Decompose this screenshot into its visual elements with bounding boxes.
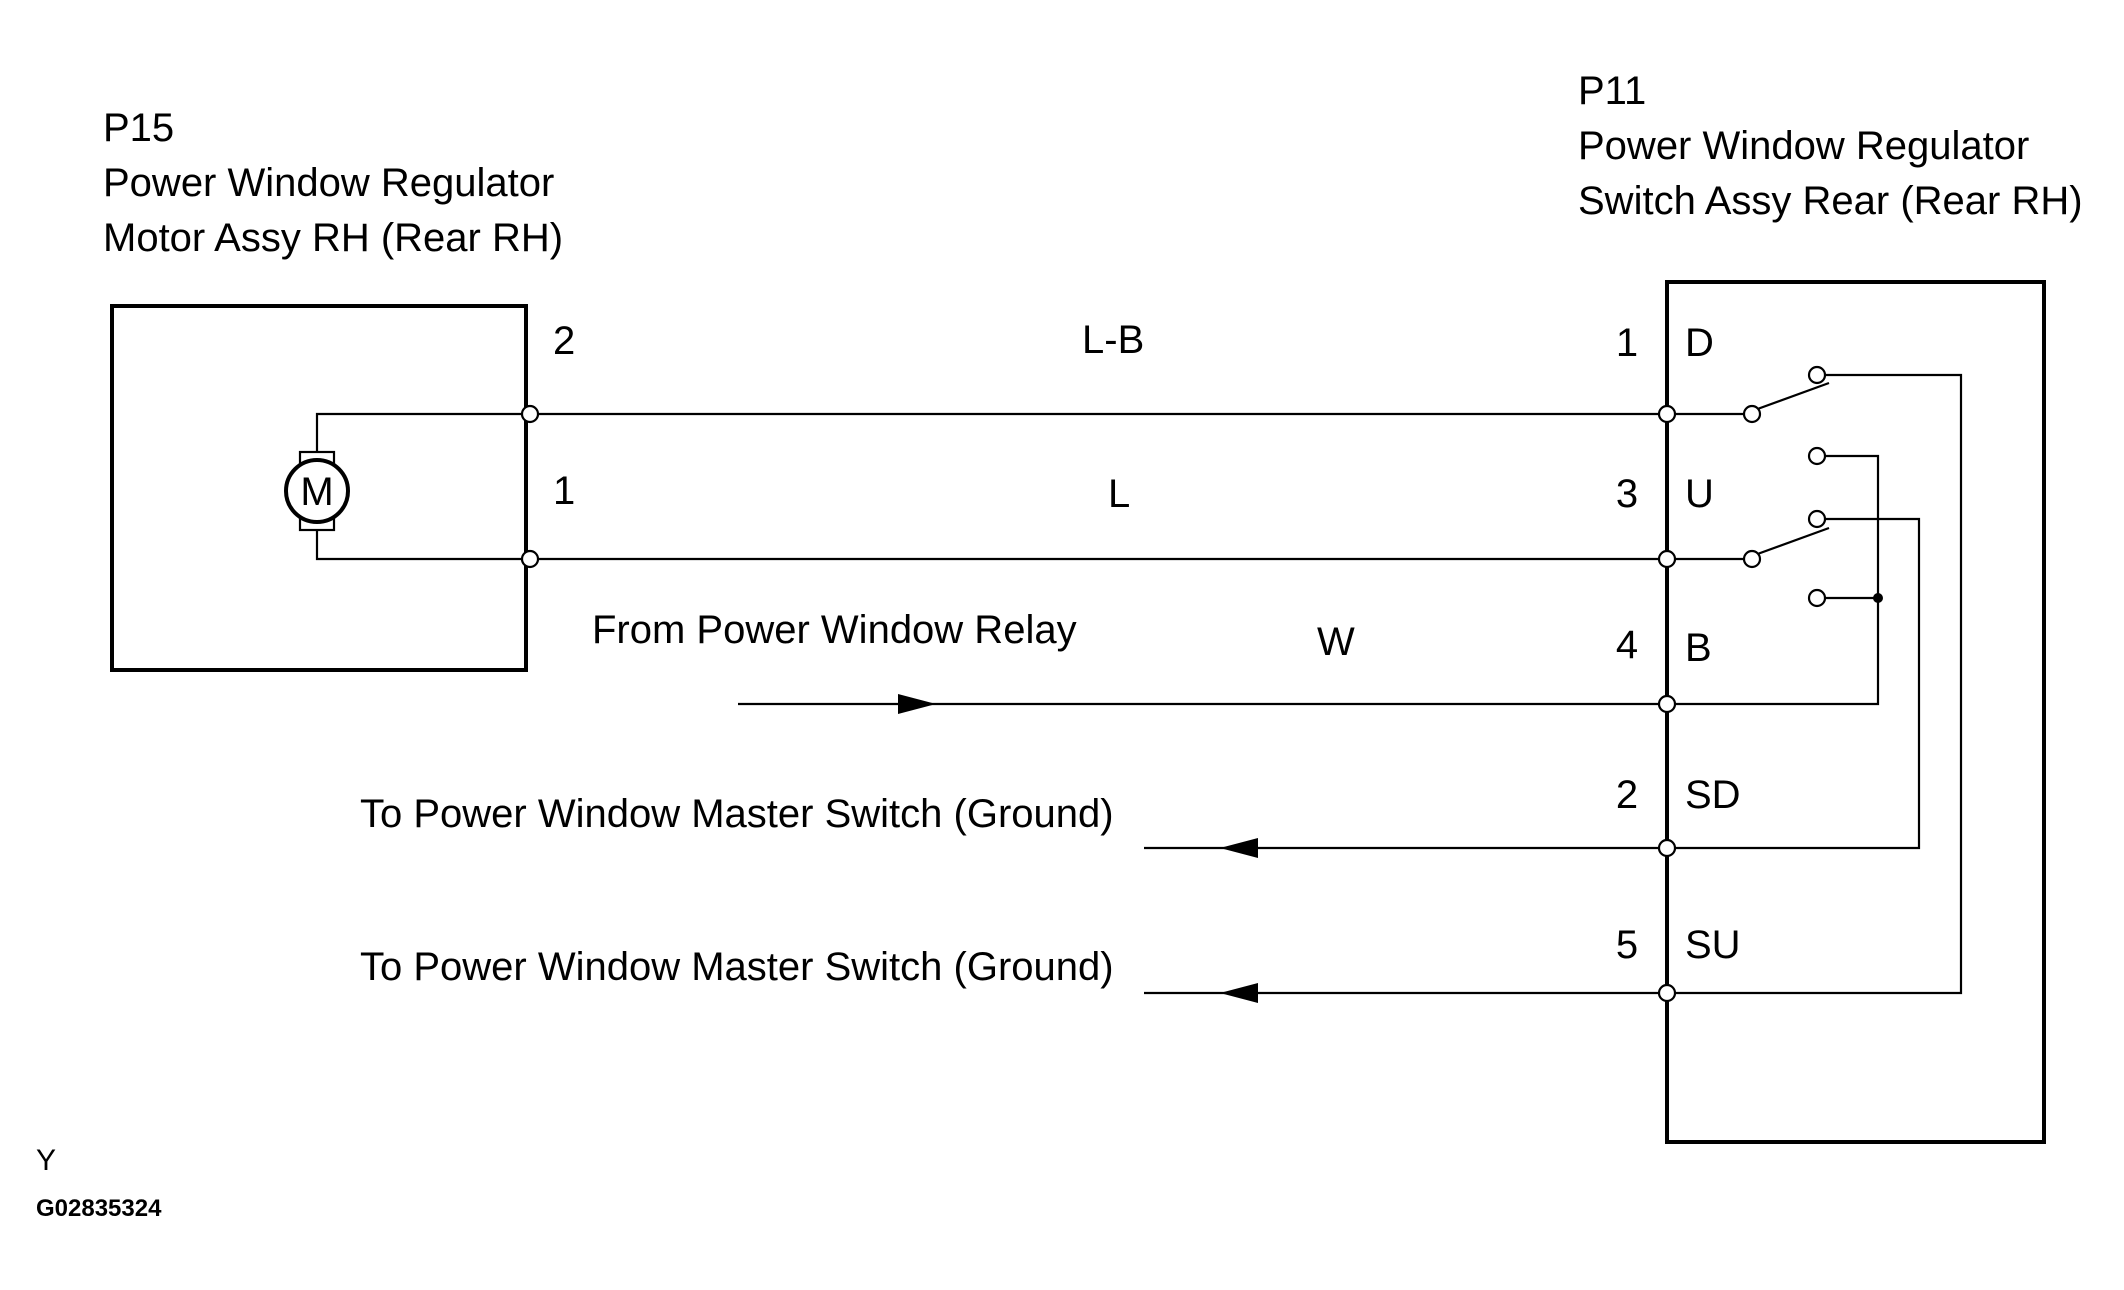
motor-name-line2: Motor Assy RH (Rear RH) (103, 216, 563, 260)
switch-pin-number-5: 5 (1616, 923, 1638, 967)
motor-assy-box (110, 304, 528, 672)
motor-terminal-1 (520, 549, 540, 569)
motor-pin-2: 2 (553, 319, 575, 363)
wire-color-w: W (1317, 620, 1355, 664)
motor-terminal-2 (520, 404, 540, 424)
switch1-contact-up (1807, 365, 1827, 385)
switch-pin-label-u: U (1685, 472, 1714, 516)
switch-internal-wiring (1667, 373, 1963, 995)
destination-master-switch-1: To Power Window Master Switch (Ground) (360, 792, 1114, 836)
switch-terminal-1 (1657, 404, 1677, 424)
footer-figure-id: G02835324 (36, 1195, 162, 1222)
destination-master-switch-2: To Power Window Master Switch (Ground) (360, 945, 1114, 989)
wire-color-l-b: L-B (1082, 318, 1144, 362)
switch2-contact-up (1807, 509, 1827, 529)
switch2-contact-down (1807, 588, 1827, 608)
switch-name-line1: Power Window Regulator (1578, 124, 2029, 168)
switch1-pivot (1742, 404, 1762, 424)
switch-terminal-3 (1657, 549, 1677, 569)
switch-name-line2: Switch Assy Rear (Rear RH) (1578, 179, 2083, 223)
switch-terminal-5 (1657, 983, 1677, 1003)
switch-assy-box (1665, 280, 2046, 1144)
switch-pin-label-d: D (1685, 321, 1714, 365)
motor-name-line1: Power Window Regulator (103, 161, 554, 205)
arrow-to-master-sd (1220, 838, 1258, 858)
arrow-to-master-su (1220, 983, 1258, 1003)
switch-pin-number-3: 3 (1616, 472, 1638, 516)
switch-pin-number-4: 4 (1616, 623, 1638, 667)
motor-internal-wiring (284, 412, 530, 561)
switch2-pivot (1742, 549, 1762, 569)
switch1-contact-down (1807, 446, 1827, 466)
motor-connector-code: P15 (103, 106, 174, 150)
footer-code-letter: Y (36, 1144, 56, 1177)
motor-icon (284, 458, 350, 524)
arrow-from-relay (898, 694, 936, 714)
motor-symbol: M (300, 470, 333, 514)
switch-pin-label-sd: SD (1685, 773, 1741, 817)
switch-terminal-2 (1657, 838, 1677, 858)
switch-terminal-4 (1657, 694, 1677, 714)
motor-pin-1: 1 (553, 469, 575, 513)
source-power-window-relay: From Power Window Relay (592, 608, 1077, 652)
switch-pin-label-su: SU (1685, 923, 1741, 967)
switch-pin-label-b: B (1685, 626, 1712, 670)
switch-connector-code: P11 (1578, 69, 1646, 113)
switch-pin-number-1: 1 (1616, 321, 1638, 365)
switch-pin-number-2: 2 (1616, 773, 1638, 817)
wire-color-l: L (1108, 472, 1130, 516)
